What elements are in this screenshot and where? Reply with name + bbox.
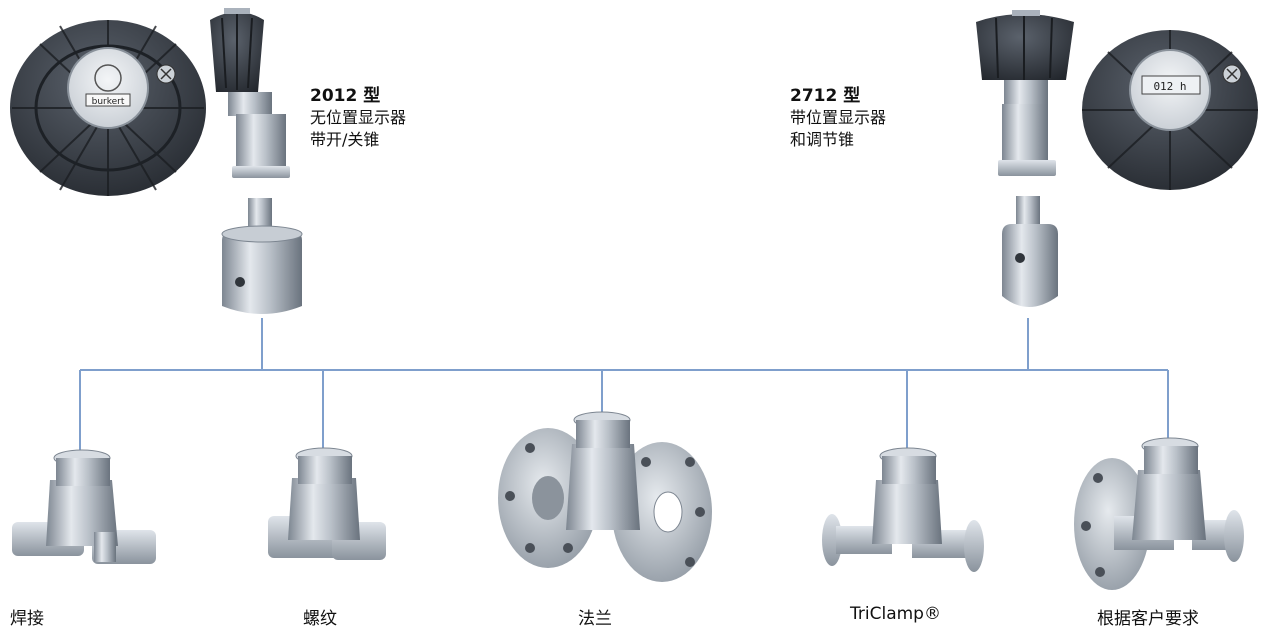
left-model-line-2: 带开/关锥: [310, 130, 380, 149]
right-actuator-label: 2712 型 带位置显示器 和调节锥: [790, 86, 886, 151]
right-model-line-1: 带位置显示器: [790, 108, 887, 127]
right-actuator-cap-icon: 012 h: [1082, 30, 1258, 190]
right-actuator-icon: [976, 10, 1074, 307]
body-label-weld: 焊接: [10, 609, 44, 629]
custom-body-icon: [1074, 437, 1244, 590]
threaded-body-icon: [268, 447, 386, 560]
triclamp-body-icon: [822, 447, 984, 572]
left-actuator-cap-icon: burkert: [10, 20, 206, 196]
cap-display-text: 012 h: [1153, 80, 1186, 93]
left-actuator-icon: [210, 8, 303, 314]
cap-logo-text: burkert: [92, 97, 125, 107]
body-label-threaded: 螺纹: [303, 609, 337, 629]
body-label-triclamp: TriClamp®: [850, 604, 941, 624]
body-label-custom: 根据客户要求: [1097, 609, 1199, 629]
left-actuator-label: 2012 型 无位置显示器 带开/关锥: [310, 86, 406, 151]
left-model-title: 2012 型: [310, 86, 381, 106]
weld-end-body-icon: [12, 449, 156, 564]
body-label-flanged: 法兰: [578, 609, 612, 629]
connector-lines: [79, 318, 1169, 452]
left-model-line-1: 无位置显示器: [310, 108, 407, 127]
right-model-title: 2712 型: [790, 86, 861, 106]
flanged-body-icon: [498, 411, 712, 582]
right-model-line-2: 和调节锥: [790, 130, 855, 149]
